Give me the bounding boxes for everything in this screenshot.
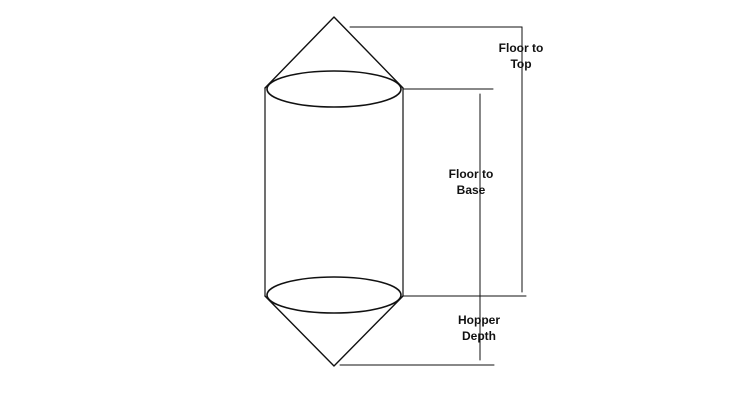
dimension-labels: Floor to Top Floor to Base Hopper Depth [449, 41, 544, 343]
floor-to-base-label-line1: Floor to [449, 167, 494, 181]
floor-to-base-label-line2: Base [457, 183, 486, 197]
top-ellipse [266, 70, 402, 108]
hopper-depth-label-line2: Depth [462, 329, 496, 343]
dimension-lines [339, 26, 527, 366]
floor-to-top-label-line1: Floor to [499, 41, 544, 55]
top-cone [264, 16, 404, 89]
silo-shape [264, 16, 404, 367]
floor-to-top-label-line2: Top [510, 57, 531, 71]
hopper-cone [264, 295, 404, 367]
hopper-depth-label-line1: Hopper [458, 313, 500, 327]
bottom-ellipse [266, 276, 402, 314]
